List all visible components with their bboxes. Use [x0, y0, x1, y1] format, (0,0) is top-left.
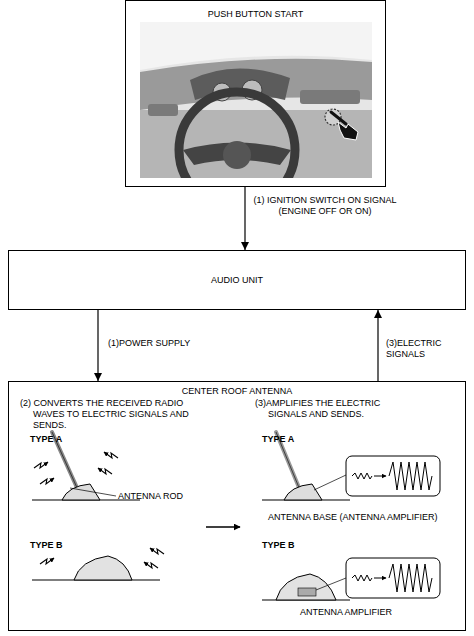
dash-top — [140, 59, 372, 110]
weak-signal — [352, 473, 372, 479]
dashboard-photo — [140, 22, 372, 178]
radio-wave — [34, 462, 48, 468]
rod-antenna-amplifier — [262, 432, 440, 500]
vent — [148, 104, 178, 116]
signal-label: (3)ELECTRIC SIGNALS — [386, 338, 472, 360]
part-label: (2) CONVERTS THE RECEIVED RADIO WAVES TO… — [20, 398, 211, 431]
antenna-base — [284, 484, 322, 500]
signal-arrow — [377, 310, 378, 381]
signal-label: (1) IGNITION SWITCH ON SIGNAL (ENGINE OF… — [240, 195, 410, 217]
component-box: PUSH BUTTON START — [125, 0, 386, 187]
type-label: TYPE B — [262, 540, 295, 551]
signal-arrow — [97, 310, 98, 381]
process-arrow — [206, 526, 240, 527]
steering-wheel — [179, 92, 295, 178]
leader-line — [316, 578, 346, 590]
part-label: ANTENNA BASE (ANTENNA AMPLIFIER) — [268, 512, 438, 523]
shark-fin-amplifier — [262, 558, 440, 600]
wheel-hub — [223, 141, 251, 169]
part-label: (3)AMPLIFIES THE ELECTRIC SIGNALS AND SE… — [255, 398, 418, 420]
amplifier-module — [298, 588, 316, 596]
amplify-arrow — [374, 476, 386, 477]
shark-fin — [276, 574, 336, 600]
leader-line — [314, 475, 346, 490]
radio-wave — [40, 478, 54, 484]
type-label: TYPE A — [30, 434, 62, 445]
radio-wave — [144, 562, 158, 568]
radio-wave — [98, 468, 112, 474]
weak-signal — [352, 575, 372, 581]
vent — [300, 90, 360, 104]
type-label: TYPE A — [262, 434, 294, 445]
pointing-finger — [331, 112, 346, 124]
unit-box: AUDIO UNIT — [8, 250, 466, 310]
amplify-arrow — [374, 578, 386, 579]
signal-callout — [346, 558, 440, 598]
part-label: ANTENNA ROD — [118, 491, 183, 502]
strong-signal — [389, 564, 432, 592]
strong-signal — [389, 462, 432, 490]
box-title: PUSH BUTTON START — [208, 9, 304, 20]
shark-fin-antenna — [32, 548, 164, 580]
signal-callout — [346, 456, 440, 496]
shark-fin — [74, 556, 132, 580]
box-title: AUDIO UNIT — [211, 275, 263, 286]
type-label: TYPE B — [30, 540, 63, 551]
box-title: CENTER ROOF ANTENNA — [182, 386, 293, 397]
pointing-hand — [338, 122, 358, 140]
signal-label: (1)POWER SUPPLY — [108, 338, 228, 349]
radio-wave — [40, 558, 54, 564]
radio-wave — [104, 452, 118, 458]
signal-arrow — [244, 187, 245, 250]
part-label: ANTENNA AMPLIFIER — [300, 607, 392, 618]
leader-line — [70, 488, 116, 496]
radio-wave — [150, 548, 164, 554]
